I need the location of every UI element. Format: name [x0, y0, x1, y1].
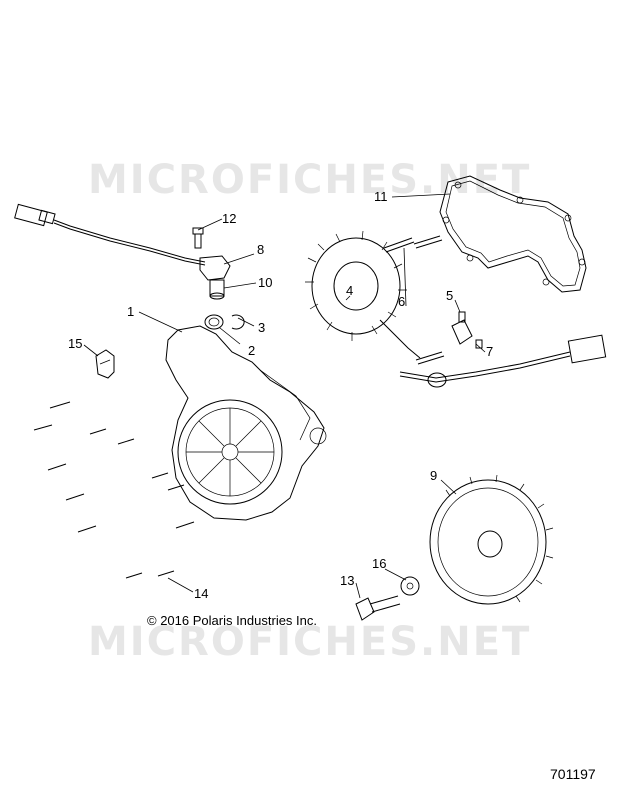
callout-labels: 1 2 3 4 5 6 7 8 9 10 11 12 13 14 15 16	[68, 189, 493, 601]
clip-part	[95, 349, 115, 379]
seal-and-ring	[204, 314, 245, 330]
callout-8: 8	[257, 242, 264, 257]
flywheel-bolt-washer	[355, 576, 420, 621]
figure-number: 701197	[550, 766, 596, 782]
gasket-part	[439, 175, 587, 293]
callout-4: 4	[346, 283, 353, 298]
callout-3: 3	[258, 320, 265, 335]
speed-sensor	[199, 255, 231, 300]
stator-bolts	[383, 235, 445, 365]
flywheel-part	[429, 474, 554, 605]
callout-10: 10	[258, 275, 272, 290]
callout-16: 16	[372, 556, 386, 571]
stator-part	[305, 230, 421, 359]
callout-5: 5	[446, 288, 453, 303]
callout-15: 15	[68, 336, 82, 351]
callout-14: 14	[194, 586, 208, 601]
callout-13: 13	[340, 573, 354, 588]
callout-9: 9	[430, 468, 437, 483]
callout-7: 7	[486, 344, 493, 359]
watermark-top: MICROFICHES.NET	[88, 157, 531, 203]
sensor-bolt	[192, 227, 204, 249]
stator-harness	[399, 334, 607, 388]
callout-11: 11	[374, 189, 388, 204]
callout-1: 1	[127, 304, 134, 319]
cover-bolts	[33, 401, 195, 579]
watermark-bottom: MICROFICHES.NET	[88, 619, 531, 665]
stator-cover	[165, 325, 327, 521]
copyright-notice: © 2016 Polaris Industries Inc.	[147, 613, 317, 628]
leader-lines	[83, 193, 486, 599]
callout-6: 6	[398, 294, 405, 309]
callout-2: 2	[248, 343, 255, 358]
sensor-harness	[14, 203, 206, 266]
harness-bracket	[451, 311, 483, 349]
callout-12: 12	[222, 211, 236, 226]
